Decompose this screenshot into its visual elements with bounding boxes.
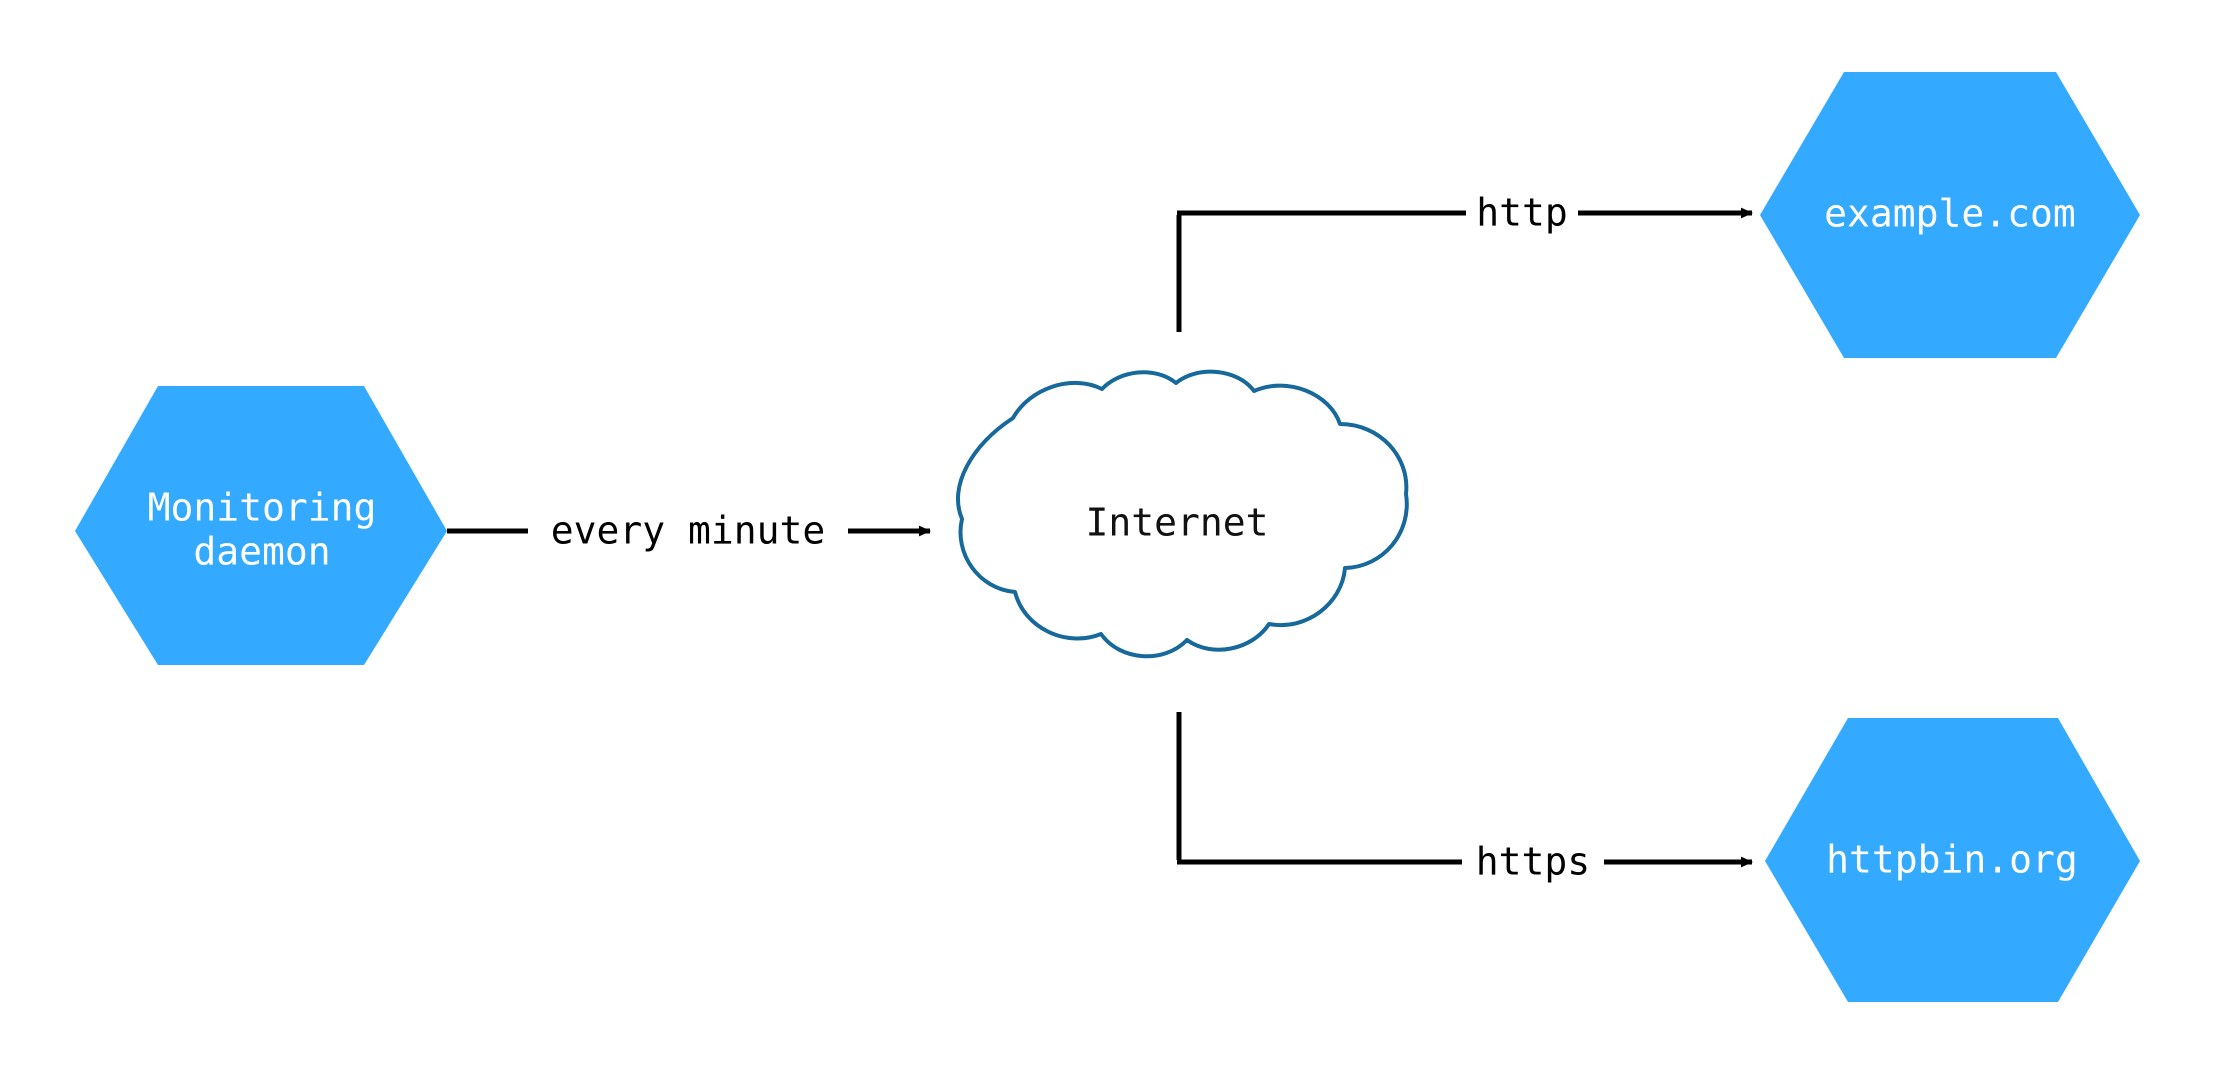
hexagon-shape[interactable] [75,386,447,665]
hexagon-shape[interactable] [1765,718,2140,1002]
node-httpbin-org[interactable]: httpbin.org [1765,718,2140,1002]
node-example-com[interactable]: example.com [1760,72,2140,358]
node-label-httpbin-org: httpbin.org [1826,838,2078,882]
node-label-monitoring-daemon-line1: Monitoring [148,486,377,530]
node-label-monitoring-daemon-line2: daemon [193,530,330,574]
edge-label-every-minute: every minute [551,509,826,553]
edge-internet-to-httpbin: https [1176,712,1753,884]
hexagon-shape[interactable] [1760,72,2140,358]
node-internet[interactable]: Internet [956,369,1409,659]
edge-internet-to-example: http [1176,191,1753,332]
node-monitoring-daemon[interactable]: Monitoring daemon [75,386,447,665]
node-label-internet: Internet [1085,501,1268,545]
node-label-example-com: example.com [1824,192,2076,236]
edge-label-http: http [1476,191,1568,235]
edge-label-https: https [1476,840,1590,884]
edge-daemon-to-internet: every minute [447,509,931,553]
cloud-shape[interactable] [956,369,1409,659]
